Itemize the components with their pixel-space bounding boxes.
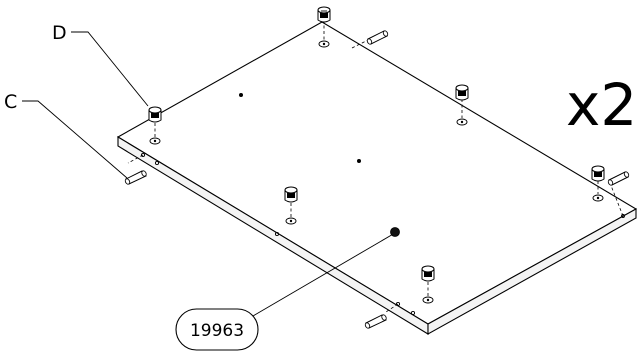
- part-number-bubble: [175, 308, 259, 351]
- edge-hole: [154, 160, 160, 166]
- cam-lock-middle: [284, 186, 298, 225]
- panel-right-edge: [427, 208, 637, 335]
- leader-line-d: [71, 31, 149, 107]
- panel-hole: [357, 159, 361, 163]
- cam-lock-right-top: [455, 84, 469, 126]
- part-marker-dot: [390, 227, 400, 237]
- label-d: D: [52, 22, 67, 44]
- dowel-top: [351, 30, 389, 49]
- cam-lock-top: [317, 6, 331, 48]
- panel: [116, 21, 638, 335]
- leader-line-c: [22, 100, 128, 179]
- label-c: C: [4, 91, 17, 113]
- part-number-text: 19963: [190, 321, 244, 341]
- panel-hole: [239, 93, 243, 97]
- dowel-bottom: [364, 303, 399, 329]
- edge-hole: [621, 214, 625, 218]
- cam-lock-left: [148, 106, 162, 145]
- panel-top-face: [116, 21, 638, 325]
- dowel-left: [124, 154, 147, 185]
- cam-lock-bottom: [421, 265, 435, 304]
- edge-hole: [395, 301, 401, 307]
- edge-hole: [410, 310, 416, 316]
- edge-hole: [274, 231, 280, 237]
- dowel-right: [607, 171, 630, 217]
- edge-hole: [140, 152, 146, 158]
- cam-lock-right: [591, 165, 605, 202]
- leader-line-part-number: [252, 232, 396, 317]
- quantity-multiplier: x2: [566, 71, 637, 139]
- edge-holes: [140, 152, 416, 316]
